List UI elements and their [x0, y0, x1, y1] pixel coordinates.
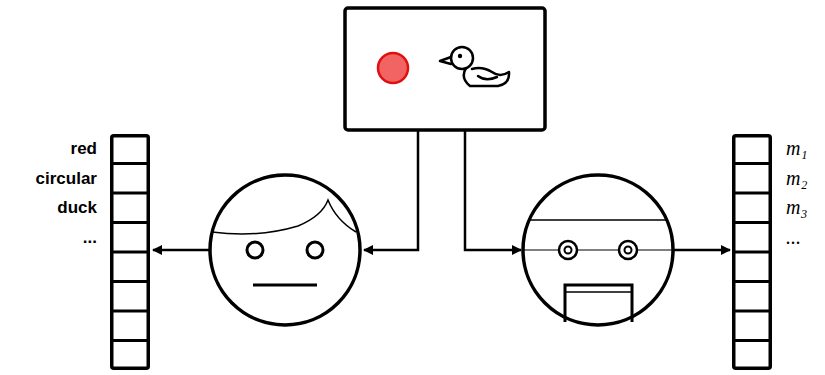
cell-divider — [110, 162, 150, 165]
arrow-lines — [153, 130, 730, 250]
human-face — [210, 175, 360, 325]
cell-divider — [110, 251, 150, 254]
cell-divider — [110, 280, 150, 283]
vector-label: ... — [0, 223, 97, 253]
cell-divider — [732, 251, 772, 254]
duck-icon — [440, 47, 509, 86]
cell-divider — [110, 221, 150, 224]
cell-divider — [110, 339, 150, 342]
vector-label: m₁ — [786, 134, 825, 164]
cell-divider — [732, 221, 772, 224]
vector-label: ... — [786, 223, 825, 253]
cell-divider — [732, 339, 772, 342]
vector-label: red — [0, 134, 97, 164]
vector-cells — [732, 134, 772, 370]
vector-label: duck — [0, 193, 97, 223]
cell-divider — [732, 192, 772, 195]
vector-label: m₃ — [786, 193, 825, 223]
red-circle — [378, 53, 408, 83]
vector-cells — [110, 134, 150, 370]
robot-face — [523, 175, 673, 325]
cell-divider — [732, 310, 772, 313]
cell-divider — [732, 162, 772, 165]
message-vector: m₁m₂m₃... — [732, 134, 772, 370]
stimulus-box — [345, 8, 545, 130]
cell-divider — [732, 280, 772, 283]
vector-label: m₂ — [786, 164, 825, 194]
vector-label: circular — [0, 164, 97, 194]
cell-divider — [110, 192, 150, 195]
feature-vector: redcircularduck... — [110, 134, 150, 370]
cell-divider — [110, 310, 150, 313]
